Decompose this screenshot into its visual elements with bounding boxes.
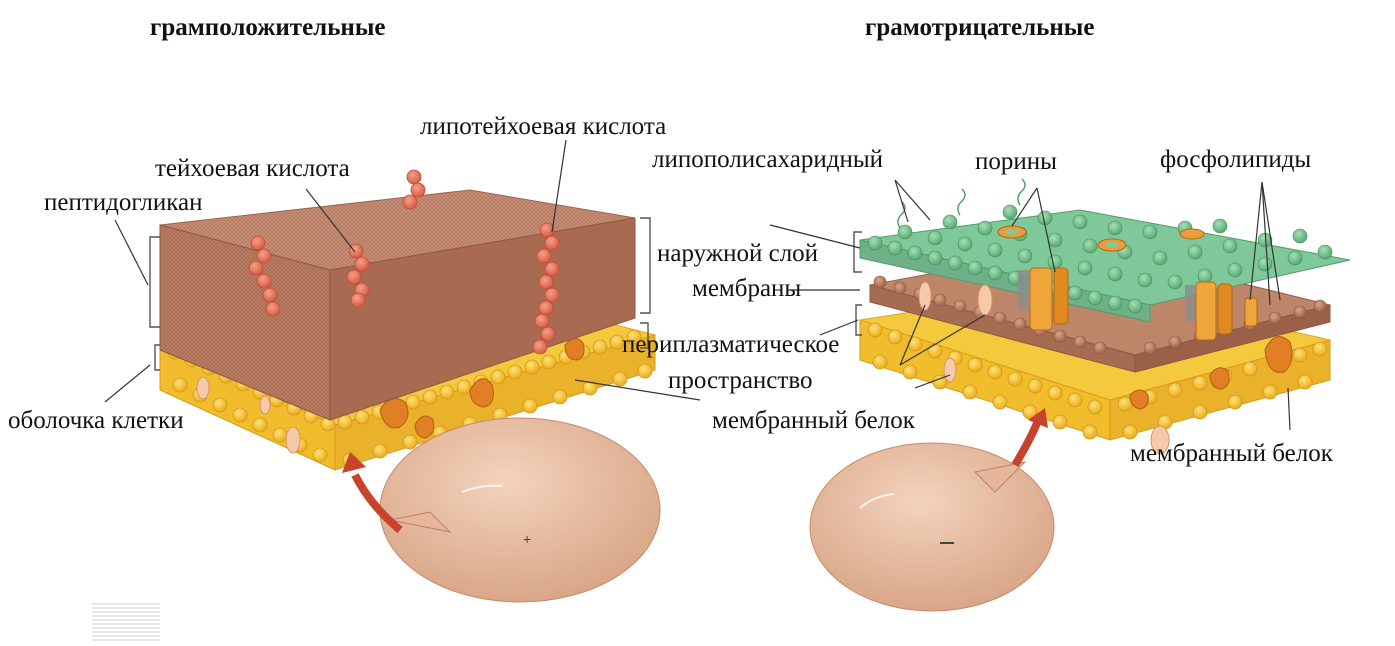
label-porins: порины	[975, 149, 1057, 174]
decorative-lines-icon	[92, 604, 160, 640]
label-membrane-protein-right: мембранный белок	[1130, 441, 1333, 466]
label-teichoic-acid: тейхоевая кислота	[155, 156, 350, 181]
positive-charge-sign: +	[523, 531, 531, 547]
label-periplasmic: периплазматическое	[622, 332, 839, 357]
label-cell-envelope: оболочка клетки	[8, 408, 184, 433]
label-membranes: мембраны	[692, 276, 801, 301]
label-outer-layer: наружной слой	[657, 241, 818, 266]
label-lipoteichoic-acid: липотейхоевая кислота	[420, 114, 666, 139]
label-phospholipids: фосфолипиды	[1160, 147, 1311, 172]
label-peptidoglycan: пептидогликан	[44, 190, 202, 215]
label-membrane-protein-mid: мембранный белок	[712, 408, 915, 433]
gram-negative-cell	[810, 443, 1054, 611]
label-space: пространство	[668, 368, 812, 393]
label-lipopolysaccharide: липополисахаридный	[652, 147, 883, 172]
gram-positive-cell	[380, 418, 660, 602]
